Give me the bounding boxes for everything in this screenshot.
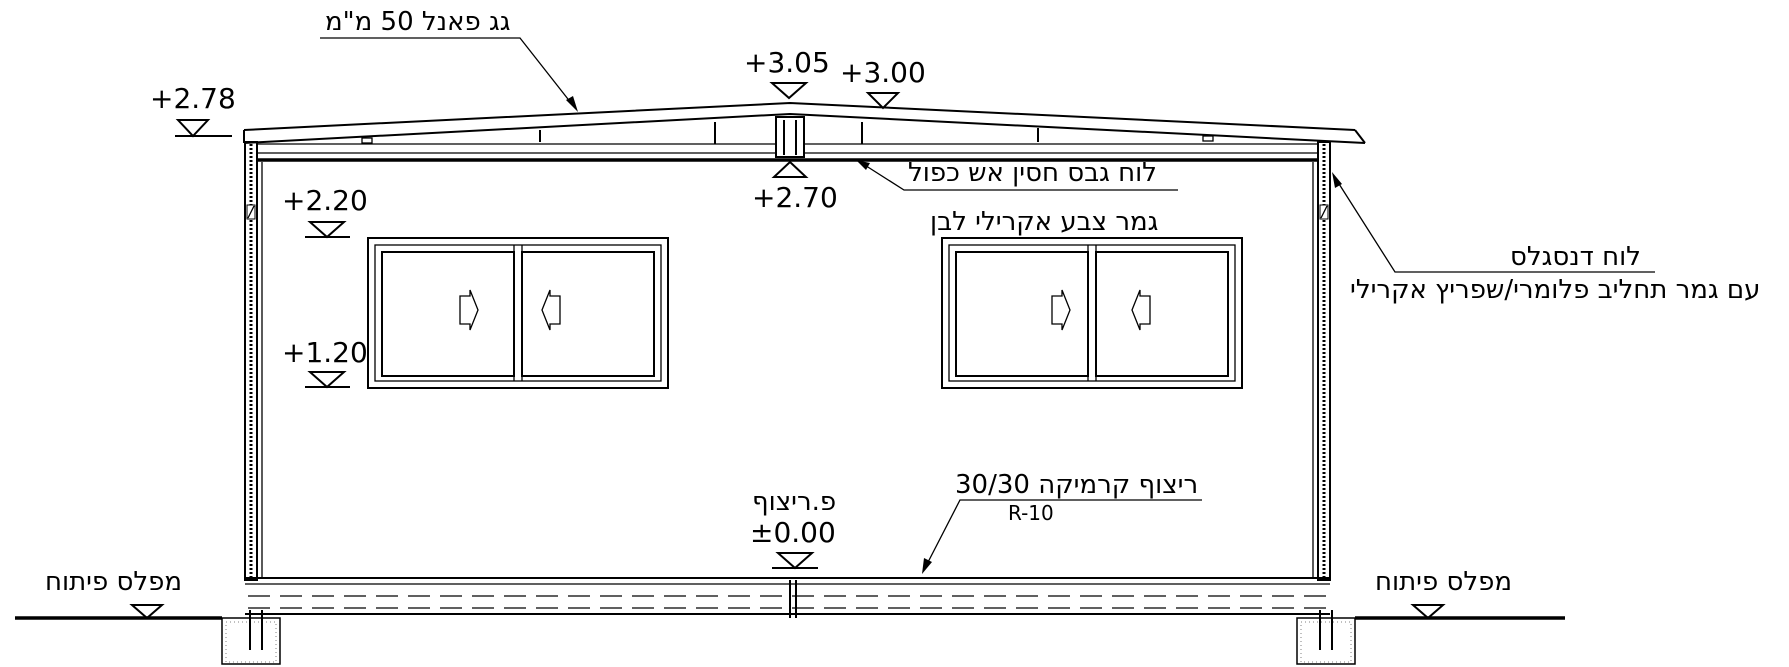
floor-rating-label: R-10 [1008, 501, 1054, 525]
callout-paint-finish: גמר צבע אקרילי לבן [930, 207, 1158, 237]
development-level-left: מפלס פיתוח [45, 567, 182, 620]
callout-ceramic-floor: ריצוף קרמיקה 30/30 R-10 [922, 470, 1202, 574]
elevation-marker-floor: פ.ריצוף ±0.00 [750, 487, 836, 570]
floor-level-label: פ.ריצוף [752, 487, 836, 517]
elevation-window-sill: +1.20 [282, 336, 368, 369]
foundation-left [221, 610, 281, 665]
roof [243, 101, 1366, 158]
development-level-right: מפלס פיתוח [1375, 567, 1512, 620]
elevation-marker-ridge: +3.05 [744, 46, 830, 100]
elevation-floor: ±0.00 [750, 516, 836, 549]
dev-level-right-label: מפלס פיתוח [1375, 567, 1512, 597]
callout-sandwich-panel: לוח דנסגלס עם גמר תחליב פלומרי/שפריץ אקר… [1332, 172, 1760, 305]
paint-finish-label: גמר צבע אקרילי לבן [930, 207, 1158, 237]
elevation-ceiling: +2.70 [752, 181, 838, 214]
elevation-marker-window-top: +2.20 [282, 184, 368, 239]
elevation-marker-eave: +2.78 [150, 82, 236, 138]
roof-panel-label: גג פאנל 50 מ"מ [325, 7, 510, 37]
elevation-marker-ridge-right: +3.00 [840, 56, 926, 110]
elevation-eave: +2.78 [150, 82, 236, 115]
floor-slab [245, 577, 1330, 618]
elevation-ridge: +3.05 [744, 46, 830, 79]
dev-level-left-label: מפלס פיתוח [45, 567, 182, 597]
elevation-marker-window-sill: +1.20 [282, 336, 368, 389]
callout-roof-panel: גג פאנל 50 מ"מ [320, 7, 578, 112]
sandwich-panel-label: לוח דנסגלס [1510, 242, 1641, 272]
ceramic-floor-label: ריצוף קרמיקה 30/30 [955, 470, 1198, 500]
gypsum-board-label: לוח גבס חסין אש כפול [908, 158, 1157, 188]
elevation-marker-ceiling: +2.70 [752, 160, 838, 214]
window-right [941, 237, 1243, 389]
sandwich-finish-label: עם גמר תחליב פלומרי/שפריץ אקרילי [1350, 275, 1760, 305]
window-left [367, 237, 669, 389]
wall-details [246, 204, 1329, 220]
elevation-window-top: +2.20 [282, 184, 368, 217]
foundation-right [1296, 610, 1356, 665]
elevation-ridge-right: +3.00 [840, 56, 926, 89]
callout-gypsum-board: לוח גבס חסין אש כפול [856, 158, 1178, 191]
